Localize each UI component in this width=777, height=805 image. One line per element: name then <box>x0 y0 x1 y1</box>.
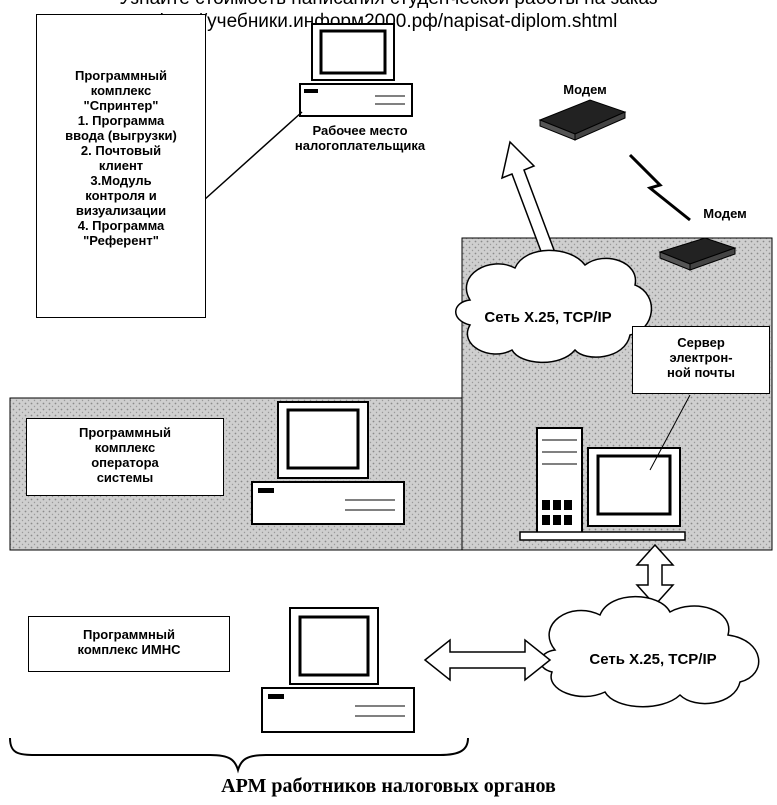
mail-server-box: Сервер электрон- ной почты <box>632 326 770 394</box>
modem-top-device <box>538 99 627 141</box>
sprinter-line: 2. Почтовый <box>80 143 162 158</box>
operator-line: комплекс <box>94 440 156 455</box>
sprinter-line: визуализации <box>75 203 167 218</box>
mail-server-line: Сервер <box>677 335 725 350</box>
operator-computer <box>251 401 405 525</box>
imns-computer <box>261 607 415 733</box>
operator-line: системы <box>96 470 154 485</box>
double-arrow-server-network <box>635 543 675 607</box>
server-computer <box>519 447 686 541</box>
taxpayer-label-line: налогоплательщика <box>294 138 426 153</box>
sprinter-line: контроля и <box>85 188 157 203</box>
taxpayer-label-line: Рабочее место <box>312 123 408 138</box>
network-lower-label: Сеть X.25, TCP/IP <box>589 651 717 668</box>
sprinter-line: комплекс <box>90 83 152 98</box>
operator-line: Программный <box>79 425 171 440</box>
watermark-line-1: Узнайте стоимость написания студенческой… <box>0 0 777 10</box>
watermark-line-2: http://учебники.информ2000.рф/napisat-di… <box>159 11 618 32</box>
sprinter-line: Программный <box>75 68 167 83</box>
bottom-brace <box>9 737 469 774</box>
diagram-caption: АРМ работников налоговых органов <box>221 775 556 797</box>
sprinter-software-box: Программный комплекс "Спринтер" 1. Прогр… <box>36 14 206 318</box>
mail-server-line: ной почты <box>667 365 735 380</box>
mail-server-tower <box>536 427 583 534</box>
sprinter-line: 1. Программа <box>77 113 165 128</box>
mail-server-line: электрон- <box>669 350 733 365</box>
imns-software-box: Программный комплекс ИМНС <box>28 616 230 672</box>
operator-software-box: Программный комплекс оператора системы <box>26 418 224 496</box>
sprinter-line: 4. Программа <box>77 218 165 233</box>
taxpayer-workstation-label: Рабочее место налогоплательщика <box>290 123 430 153</box>
modem-right-device <box>658 237 737 271</box>
sprinter-line: 3.Модуль <box>90 173 152 188</box>
network-upper-cloud <box>455 249 652 364</box>
modem-top-label: Модем <box>563 82 607 97</box>
operator-line: оператора <box>91 455 159 470</box>
imns-line: Программный <box>83 627 175 642</box>
sprinter-line: клиент <box>98 158 144 173</box>
network-upper-label: Сеть X.25, TCP/IP <box>484 309 612 326</box>
wireless-link-icon <box>628 153 691 222</box>
modem-right-label: Модем <box>703 206 747 221</box>
sprinter-line: ввода (выгрузки) <box>65 128 177 143</box>
connector-line <box>203 111 303 201</box>
imns-line: комплекс ИМНС <box>77 642 181 657</box>
sprinter-line: "Референт" <box>83 233 159 248</box>
network-lower-cloud <box>540 595 760 708</box>
taxpayer-computer <box>299 23 413 117</box>
server-pointer-line <box>649 394 691 471</box>
sprinter-line: "Спринтер" <box>83 98 159 113</box>
double-arrow-imns-network <box>423 638 552 682</box>
